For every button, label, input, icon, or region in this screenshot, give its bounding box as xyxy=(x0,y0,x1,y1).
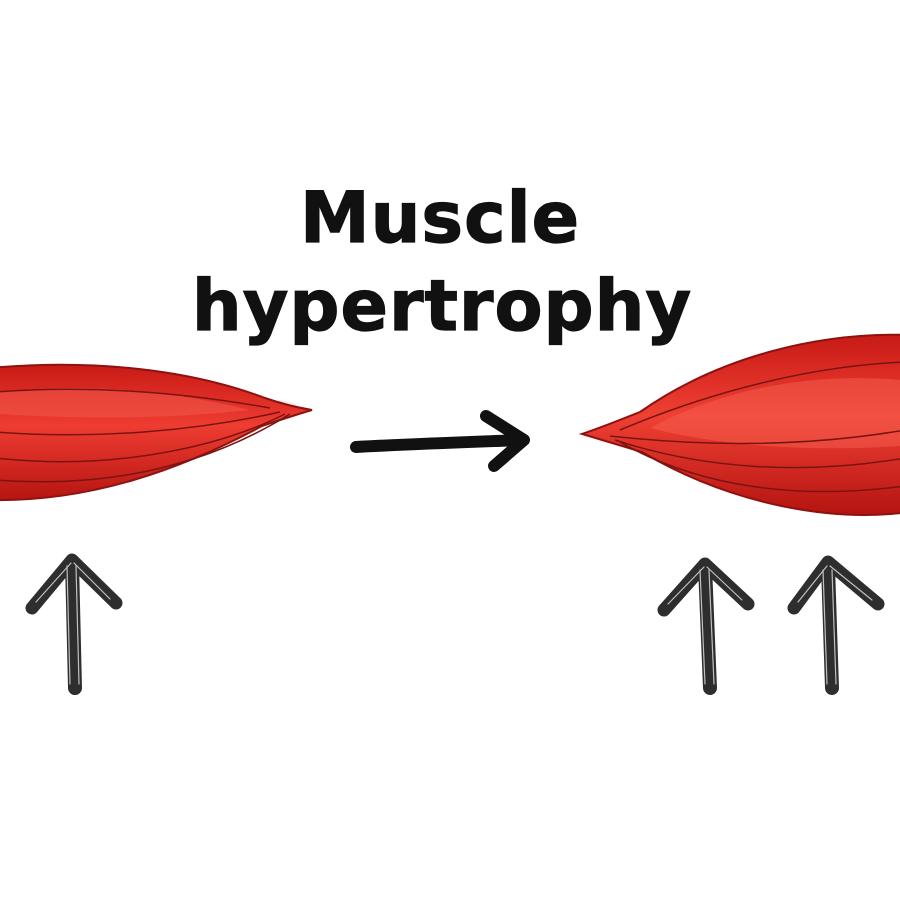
title-line-2: hypertrophy xyxy=(192,265,692,347)
muscle-before xyxy=(0,363,318,502)
arrow-up-icon xyxy=(657,557,755,695)
arrow-up-icon xyxy=(787,555,885,695)
muscle-before-belly xyxy=(0,363,313,502)
arrow-up-icon xyxy=(25,553,123,695)
muscle-after-highlight xyxy=(650,378,900,449)
arrow-right-icon xyxy=(350,410,530,472)
title-line-1: Muscle xyxy=(300,177,580,259)
muscle-after-striations xyxy=(609,361,900,493)
muscle-before-striations xyxy=(0,388,291,483)
up-arrow-before xyxy=(25,553,123,695)
muscle-before-highlight xyxy=(0,388,250,418)
up-arrows-after xyxy=(657,555,885,695)
muscle-after xyxy=(572,333,900,516)
